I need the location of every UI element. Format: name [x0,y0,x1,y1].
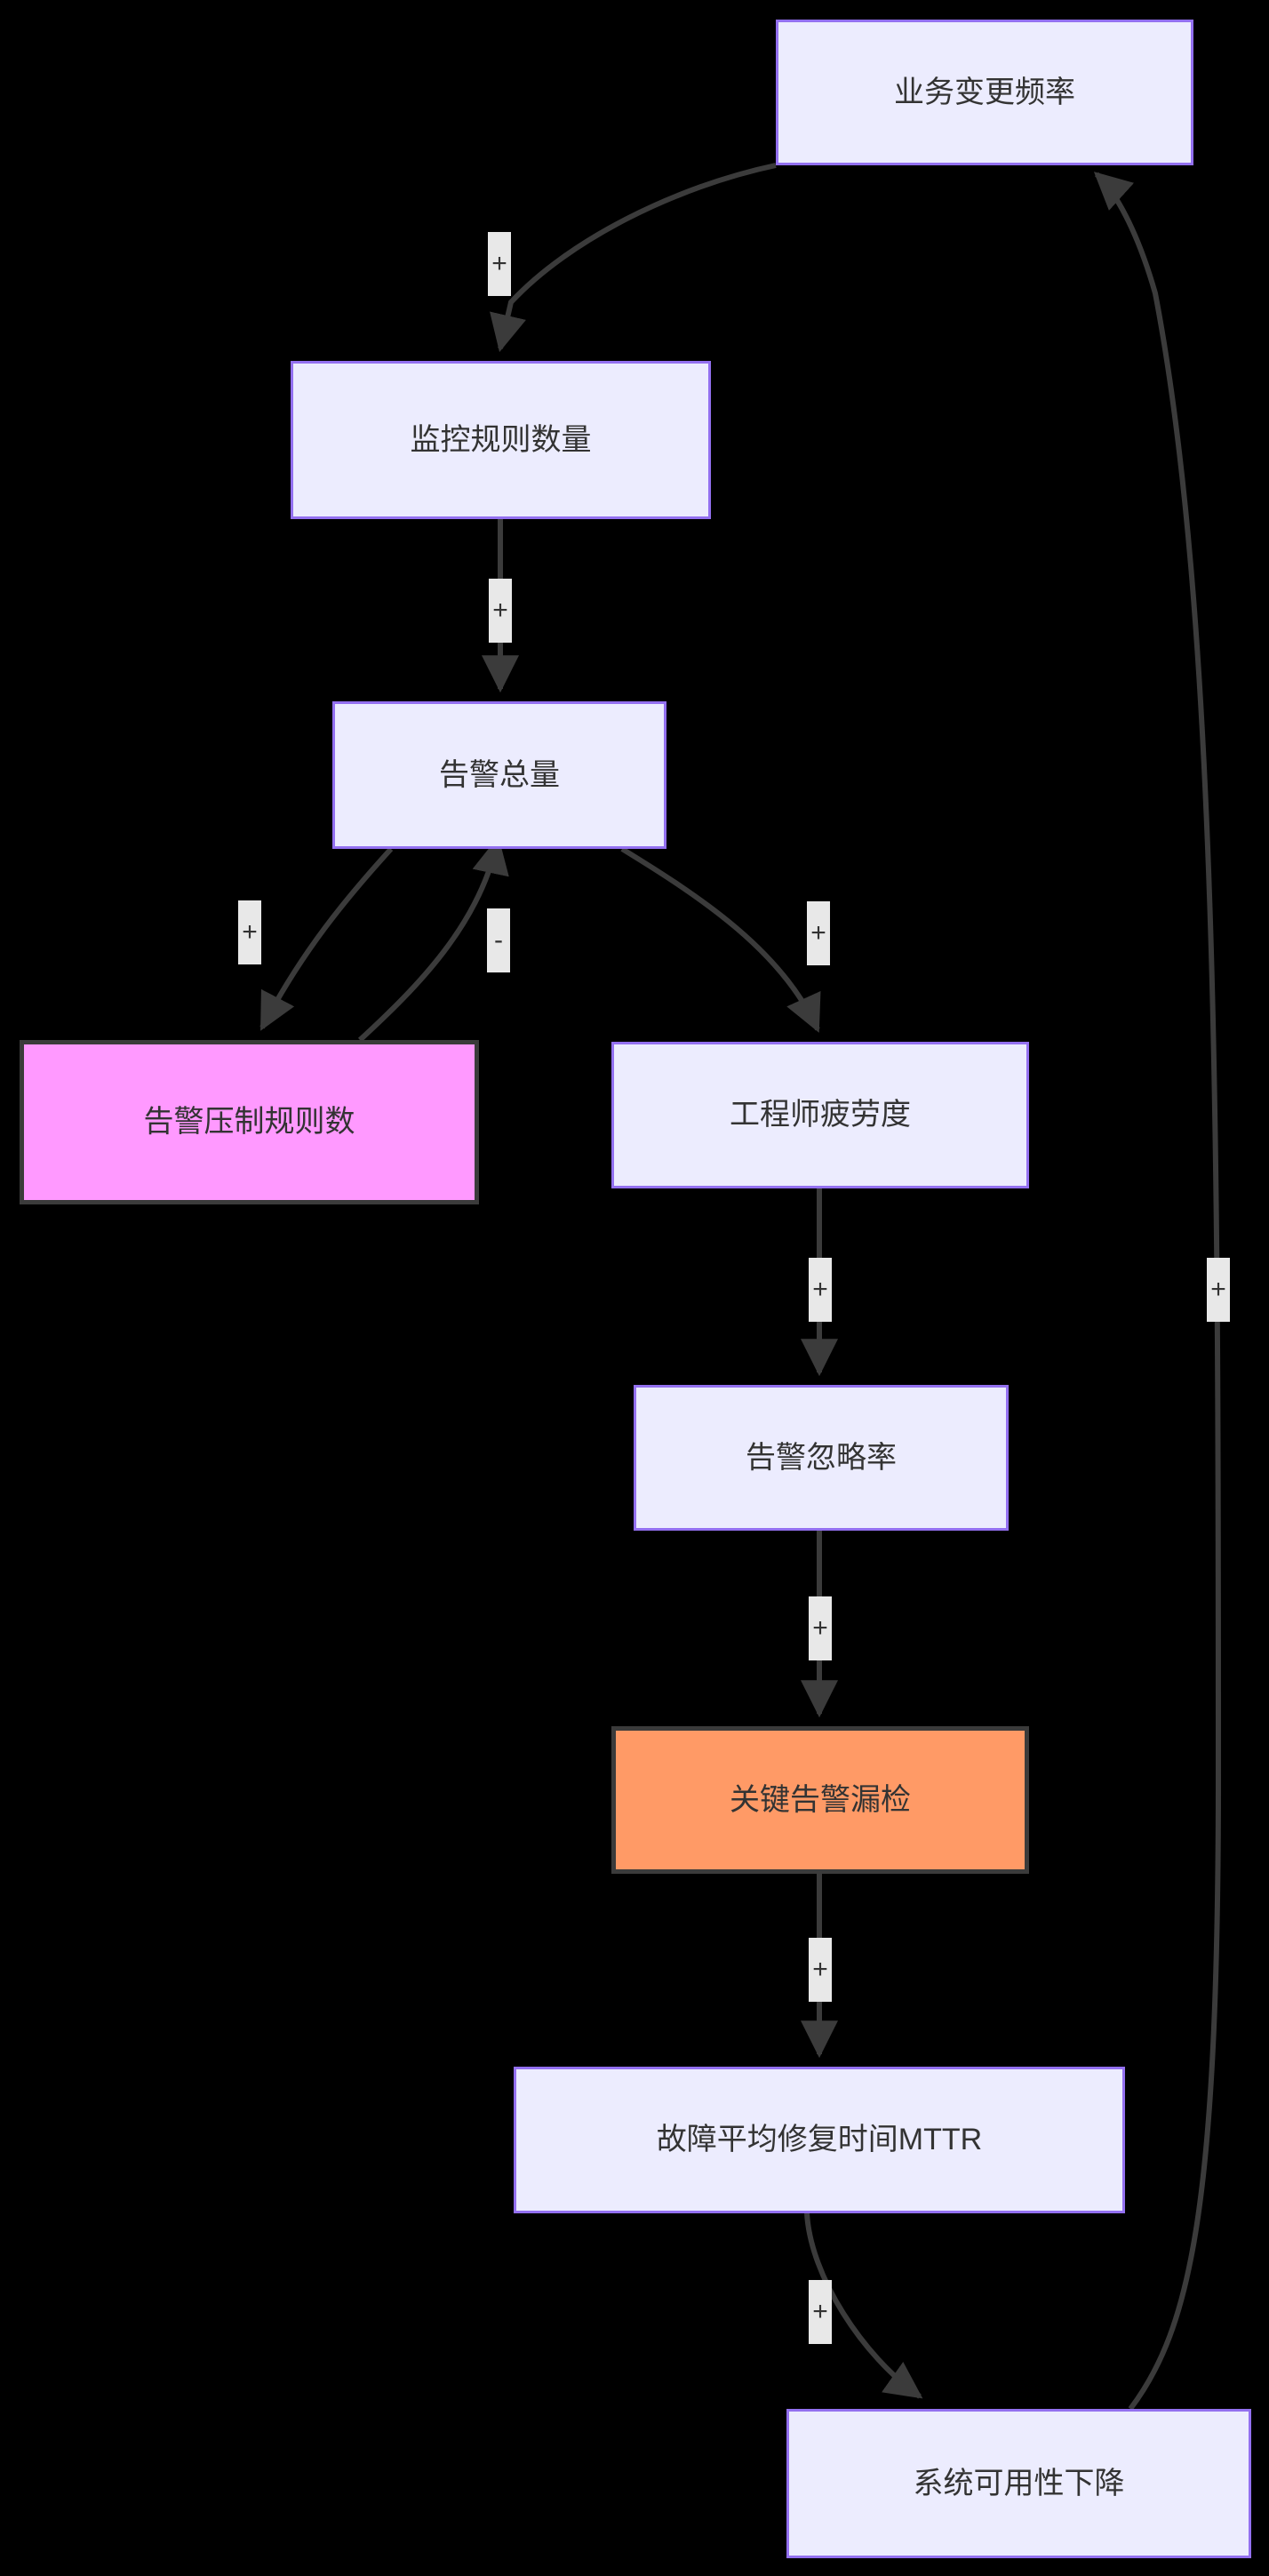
edge-label-alert-total-to-suppress-rule: + [238,900,261,964]
edge-polarity: + [812,2297,828,2326]
edge-polarity: + [491,249,507,278]
node-fatigue[interactable]: 工程师疲劳度 [611,1042,1029,1188]
node-availability[interactable]: 系统可用性下降 [786,2409,1251,2558]
node-missed-alert[interactable]: 关键告警漏检 [611,1726,1029,1874]
edge-label-missed-alert-to-mttr: + [809,1938,832,2002]
edge-label-alert-total-to-fatigue: + [807,901,830,965]
node-suppress-rule[interactable]: 告警压制规则数 [20,1040,479,1204]
edge-polarity: - [494,925,503,955]
node-rule-count[interactable]: 监控规则数量 [291,361,711,519]
node-label: 监控规则数量 [410,422,592,457]
edge-mttr-to-availability [804,2212,923,2399]
edge-change-freq-to-rule-count [490,163,777,353]
node-change-freq[interactable]: 业务变更频率 [776,20,1193,165]
edge-label-rule-count-to-alert-total: + [489,579,512,643]
node-label: 系统可用性下降 [913,2466,1125,2500]
edge-alert-total-to-suppress-rule [259,846,394,1031]
edge-availability-to-change-freq [1093,172,1222,2411]
node-alert-total[interactable]: 告警总量 [332,701,666,849]
node-ignore-rate[interactable]: 告警忽略率 [634,1385,1009,1531]
edge-suppress-rule-to-alert-total [357,836,509,1043]
node-label: 关键告警漏检 [730,1782,911,1817]
node-label: 业务变更频率 [894,75,1075,109]
edge-label-change-freq-to-rule-count: + [488,232,511,296]
node-label: 告警总量 [439,757,560,792]
edge-polarity: + [810,918,826,948]
edge-polarity: + [812,1613,828,1643]
edge-polarity: + [812,1955,828,1984]
node-mttr[interactable]: 故障平均修复时间MTTR [514,2067,1125,2213]
edge-polarity: + [812,1275,828,1304]
edge-polarity: + [242,917,258,947]
node-label: 故障平均修复时间MTTR [656,2123,983,2157]
node-label: 告警忽略率 [746,1440,897,1475]
edge-label-fatigue-to-ignore-rate: + [809,1258,832,1322]
edge-polarity: + [1210,1275,1226,1304]
edge-label-availability-to-change-freq: + [1207,1258,1230,1322]
edge-label-ignore-rate-to-missed-alert: + [809,1596,832,1660]
node-label: 告警压制规则数 [143,1105,355,1140]
edge-label-mttr-to-availability: + [809,2280,832,2344]
edge-alert-total-to-fatigue [620,846,821,1033]
node-label: 工程师疲劳度 [730,1098,911,1132]
edge-label-suppress-rule-to-alert-total: - [487,908,510,972]
edge-polarity: + [492,596,508,625]
